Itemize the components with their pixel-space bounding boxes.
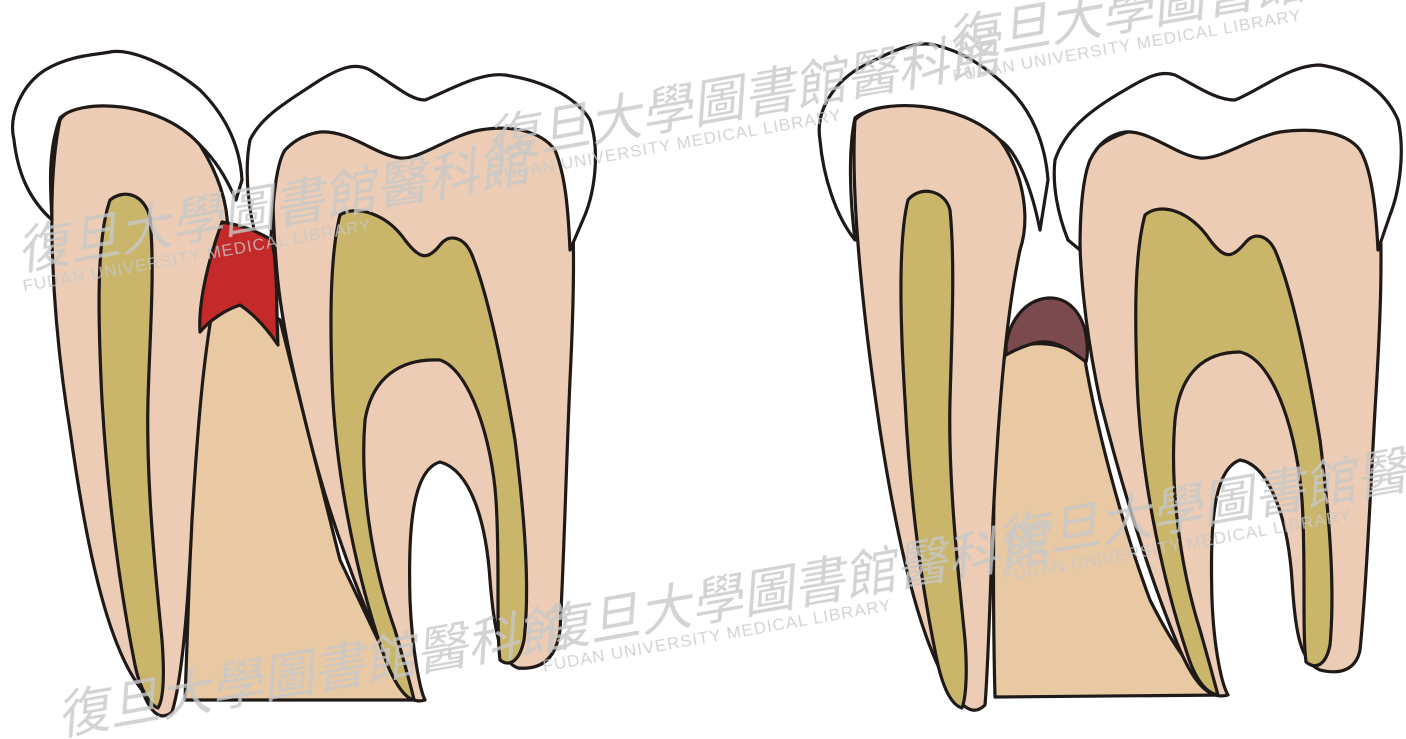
panel-right-healed	[819, 44, 1401, 710]
